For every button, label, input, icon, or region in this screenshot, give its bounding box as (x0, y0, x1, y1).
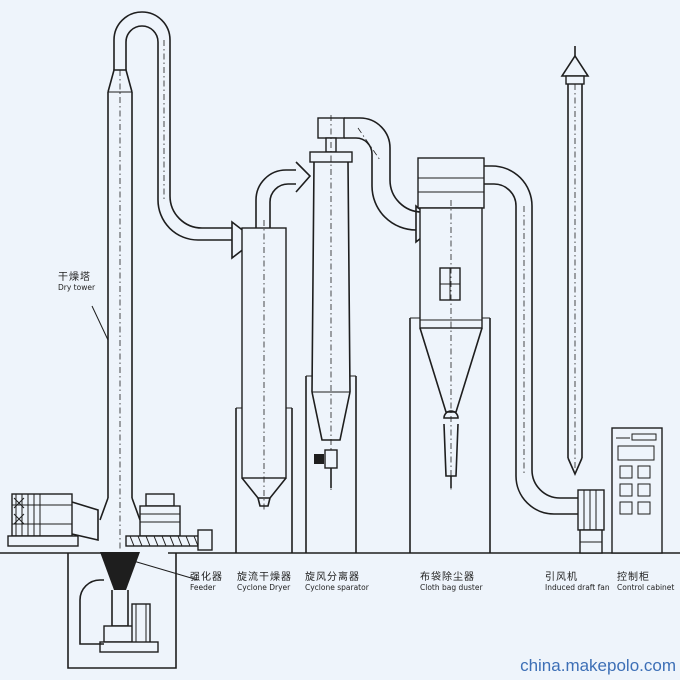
induced-draft-fan-label-zh: 引风机 (545, 572, 578, 583)
separator-outlet-duct (344, 117, 423, 231)
foundation-pit (67, 553, 177, 669)
cloth-bag-duster-label-zh: 布袋除尘器 (420, 572, 475, 583)
top-bend-duct (113, 11, 232, 241)
dry-tower (99, 69, 141, 550)
induced-draft-fan-label: 引风机 Induced draft fan (545, 568, 610, 592)
cyclone-dryer-label: 旋流干燥器 Cyclone Dryer (237, 568, 292, 592)
induced-draft-fan-label-en: Induced draft fan (545, 583, 610, 592)
screw-feeder (125, 493, 213, 551)
dry-tower-label-zh: 干燥塔 (58, 272, 91, 283)
cloth-bag-duster-label-en: Cloth bag duster (420, 583, 483, 592)
control-cabinet-label-zh: 控制柜 (617, 572, 650, 583)
dry-tower-label-en: Dry tower (58, 283, 96, 292)
cyclone-dryer-label-en: Cyclone Dryer (237, 583, 291, 592)
watermark: china.makepolo.com (520, 656, 676, 675)
control-cabinet-label-en: Control cabinet (617, 583, 675, 592)
air-heater (7, 493, 99, 547)
induced-draft-fan (560, 46, 605, 554)
duster-outlet-duct (484, 165, 578, 515)
feeder-label: 强化器 Feeder (190, 568, 223, 592)
control-cabinet-label: 控制柜 Control cabinet (617, 568, 674, 592)
cloth-bag-duster (409, 157, 491, 553)
cyclone-dryer-label-zh: 旋流干燥器 (237, 572, 292, 583)
cyclone-separator (305, 115, 357, 553)
control-cabinet (611, 427, 663, 554)
cloth-bag-duster-label: 布袋除尘器 Cloth bag duster (420, 568, 483, 592)
disperser (79, 552, 159, 653)
cyclone-separator-label: 旋风分离器 Cyclone sparator (305, 568, 369, 592)
cyclone-dryer (231, 161, 312, 553)
cyclone-separator-label-zh: 旋风分离器 (305, 572, 360, 583)
feeder-label-en: Feeder (190, 583, 216, 592)
feeder-label-zh: 强化器 (190, 572, 223, 583)
cyclone-separator-label-en: Cyclone sparator (305, 583, 369, 592)
dry-tower-label: 干燥塔 Dry tower (58, 268, 95, 292)
leader-lines (91, 305, 199, 581)
